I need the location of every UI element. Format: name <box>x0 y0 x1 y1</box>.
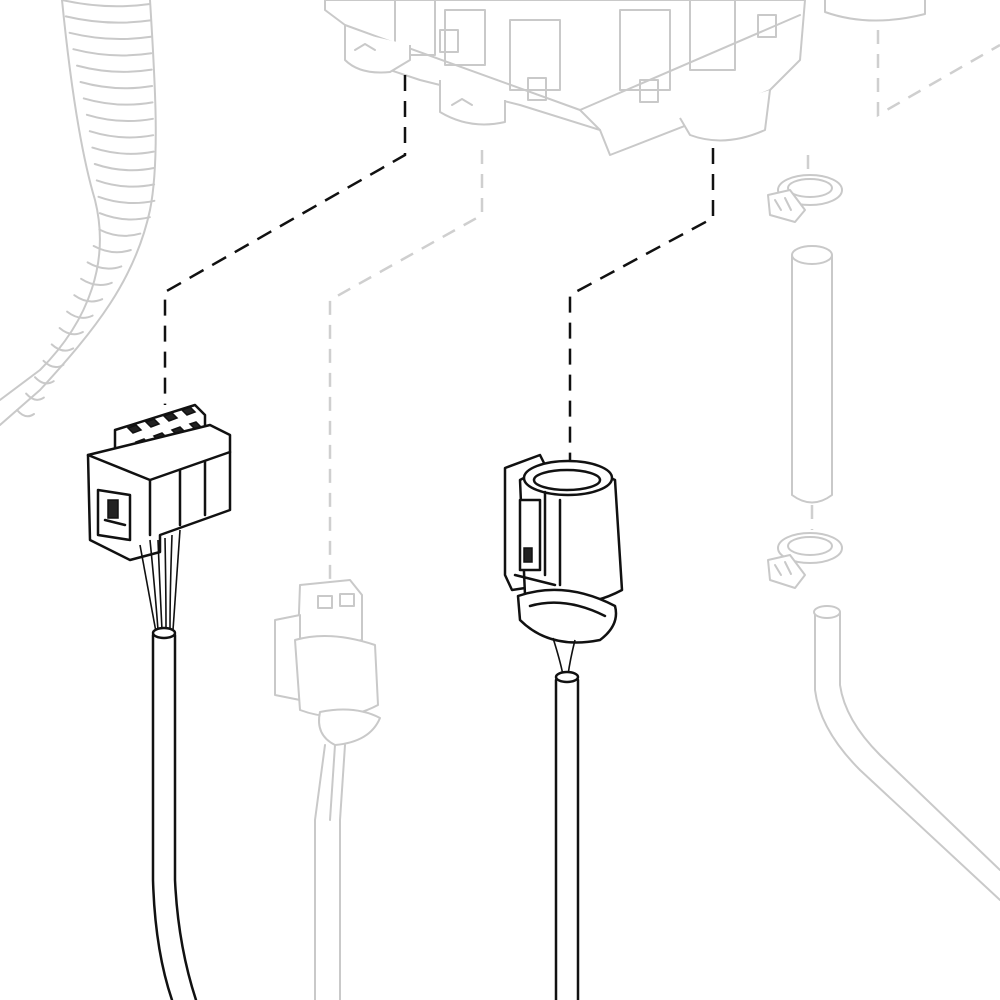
loom-rib <box>79 81 154 90</box>
loom-rib <box>88 130 155 139</box>
loom-rib <box>16 409 35 418</box>
loom-rib <box>73 294 104 303</box>
hose-clamp-lower <box>767 532 843 589</box>
loom-rib <box>61 0 151 8</box>
loom-rib <box>72 48 153 57</box>
bent-hose <box>813 605 1000 901</box>
leader-two-pin <box>568 148 715 478</box>
loom-rib <box>66 310 94 319</box>
ghost-leader-middle <box>328 150 484 580</box>
two-pin-connector <box>503 453 624 1000</box>
loom-rib <box>91 146 155 155</box>
loom-rib <box>76 64 153 73</box>
corrugated-loom <box>0 0 157 426</box>
loom-rib <box>93 163 155 172</box>
loom-rib <box>42 359 65 369</box>
loom-rib <box>92 245 132 254</box>
loom-rib <box>58 327 84 336</box>
loom-rib <box>80 277 113 287</box>
ghost-two-pin-connector <box>274 579 381 1000</box>
control-module <box>324 0 926 156</box>
loom-rib <box>86 261 123 270</box>
hose-clamp-upper <box>767 174 843 223</box>
loom-rib <box>98 212 151 221</box>
loom-rib <box>25 392 45 401</box>
loom-rib <box>97 195 156 205</box>
multi-pin-connector <box>86 403 232 1000</box>
loom-rib <box>85 113 154 123</box>
loom-rib <box>95 179 156 188</box>
loom-rib <box>98 228 142 237</box>
loom-rib <box>68 31 152 41</box>
ghost-leader-right <box>876 30 1000 118</box>
leader-multi-pin <box>163 75 407 405</box>
loom-rib <box>64 15 152 24</box>
loom-rib <box>82 97 154 106</box>
straight-hose <box>791 245 833 504</box>
loom-rib <box>34 376 55 385</box>
loom-rib <box>50 343 75 352</box>
